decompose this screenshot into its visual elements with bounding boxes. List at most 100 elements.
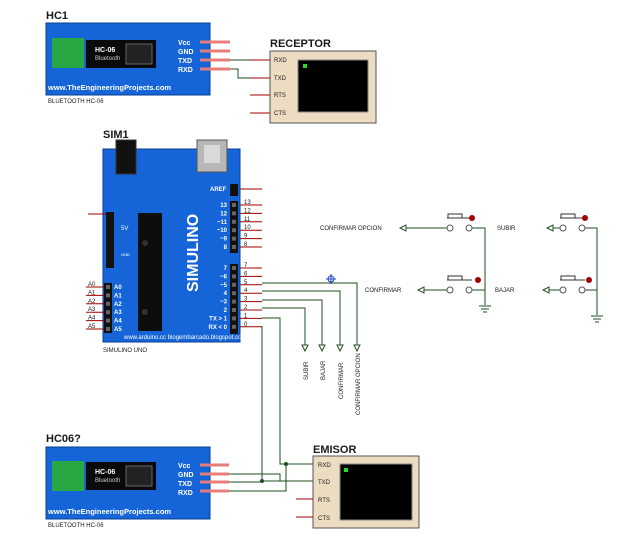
receptor-pin-txd: TXD [274, 76, 287, 82]
digital-low-pin-inner-label: RX < 0 [208, 325, 227, 331]
hc1-pin-rxd: RXD [178, 67, 193, 74]
power-5v: 5V [121, 226, 128, 232]
origin-marker-icon [326, 274, 336, 284]
emisor-cursor [344, 468, 348, 472]
net-label-subir: SUBIR [304, 361, 310, 380]
digital-low-header [230, 264, 238, 334]
digital-high-pin-inner-label: 13 [220, 203, 227, 209]
button-group-nav[interactable]: SUBIR BAJAR [495, 213, 603, 323]
hc2-pin-gnd: GND [178, 472, 194, 479]
hc2-website: www.TheEngineeringProjects.com [47, 507, 171, 516]
hc1-caption: BLUETOOTH HC-06 [48, 99, 104, 105]
digital-low-pin-inner-label: TX > 1 [209, 316, 228, 322]
digital-low-pin-outer-label: 4 [244, 288, 248, 294]
digital-low-pin-inner-label: 4 [224, 291, 228, 297]
hc1-module-sub: Bluetooth [95, 56, 120, 62]
net-label-confirmar-opcion: CONFIRMAR OPCION [356, 353, 362, 415]
hc2-antenna [52, 461, 84, 491]
hc1-module[interactable]: HC1 HC-06 Bluetooth www.TheEngineeringPr… [45, 10, 230, 105]
simulino-brand: SIMULINO [185, 214, 202, 292]
receptor-label: RECEPTOR [270, 38, 331, 50]
receptor-screen [297, 59, 369, 113]
header-pin [106, 310, 110, 315]
analog-pin-inner-label: A5 [114, 327, 122, 333]
header-pin [106, 285, 110, 289]
digital-high-pin-outer-label: 12 [244, 208, 251, 214]
receptor-cursor [303, 64, 307, 68]
header-pin [232, 203, 236, 207]
header-pin [232, 291, 236, 296]
hc06-module[interactable]: HC06? HC-06 Bluetooth www.TheEngineering… [45, 433, 229, 529]
header-pin [106, 327, 110, 331]
power-header [106, 212, 114, 268]
header-pin [106, 318, 110, 323]
hc2-pin-txd: TXD [178, 481, 192, 488]
analog-pin-outer-label: A4 [88, 316, 96, 322]
receptor-terminal[interactable]: RECEPTOR RXD TXD RTS CTS [250, 38, 377, 124]
header-pin [232, 308, 236, 312]
emisor-pin-cts: CTS [318, 516, 330, 522]
digital-high-header [230, 201, 238, 253]
digital-low-pin-outer-label: 3 [244, 297, 248, 303]
hc1-pin-gnd: GND [178, 49, 194, 56]
label-bajar: BAJAR [495, 288, 515, 294]
label-confirmar-opcion: CONFIRMAR OPCION [320, 226, 382, 232]
analog-pin-inner-label: A3 [114, 310, 122, 316]
push-button-subir[interactable] [559, 213, 588, 232]
header-pin [232, 274, 236, 279]
hc1-pin-vcc: Vcc [178, 40, 191, 47]
net-label-bajar: BAJAR [321, 360, 327, 380]
push-button-bajar[interactable] [559, 275, 592, 294]
receptor-pin-cts: CTS [274, 111, 286, 117]
header-pin [232, 219, 236, 224]
hc2-module-name: HC-06 [95, 469, 115, 476]
label-subir: SUBIR [497, 226, 516, 232]
digital-low-pin-outer-label: 6 [244, 271, 248, 277]
header-pin [232, 228, 236, 233]
digital-high-pin-outer-label: 10 [244, 225, 251, 231]
analog-pin-outer-label: A1 [88, 290, 96, 296]
header-pin [232, 211, 236, 216]
header-pin [232, 266, 236, 270]
hc1-module-name: HC-06 [95, 47, 115, 54]
push-button-confirmar-opcion[interactable] [446, 213, 475, 232]
analog-header [104, 283, 112, 333]
digital-high-pin-outer-label: 11 [244, 217, 251, 223]
sim1-board[interactable]: SIM1 SIMULINO www.arduino.cc blogembarca… [86, 129, 262, 354]
label-confirmar: CONFIRMAR [365, 288, 402, 294]
analog-pin-inner-label: A0 [114, 285, 122, 291]
emisor-terminal[interactable]: EMISOR RXD TXD RTS CTS [296, 444, 420, 529]
hc2-module-sub: Bluetooth [95, 478, 120, 484]
atmega-chip [138, 213, 162, 331]
header-pin [106, 293, 110, 298]
digital-low-pin-inner-label: ~5 [220, 283, 228, 289]
digital-high-pin-inner-label: 12 [220, 211, 227, 217]
header-pin [232, 245, 236, 249]
hc2-pin-stubs [200, 463, 229, 493]
analog-pin-inner-label: A4 [114, 319, 122, 325]
push-button-confirmar[interactable] [446, 275, 481, 294]
receptor-pin-rts: RTS [274, 93, 286, 99]
power-jack [115, 139, 137, 175]
analog-pin-outer-label: A5 [88, 324, 96, 330]
emisor-screen [339, 463, 413, 521]
digital-high-pin-inner-label: ~9 [220, 237, 228, 243]
hc1-pin-txd: TXD [178, 58, 192, 65]
hc2-pin-rxd: RXD [178, 490, 193, 497]
digital-low-pin-inner-label: ~3 [220, 300, 228, 306]
power-gnd: GND [121, 252, 130, 257]
analog-pin-inner-label: A1 [114, 293, 122, 299]
aref-label: AREF [210, 187, 227, 193]
hc2-label: HC06? [46, 433, 81, 445]
emisor-pin-txd: TXD [318, 480, 331, 486]
button-group-confirm[interactable]: CONFIRMAR OPCION CONFIRMAR [320, 213, 491, 313]
hc1-antenna [52, 38, 84, 68]
sim1-caption: SIMULINO UNO [103, 348, 147, 354]
analog-pin-outer-label: A2 [88, 299, 96, 305]
hc1-pin-stubs [200, 40, 230, 71]
ground-icon [591, 315, 603, 323]
header-pin [232, 282, 236, 287]
